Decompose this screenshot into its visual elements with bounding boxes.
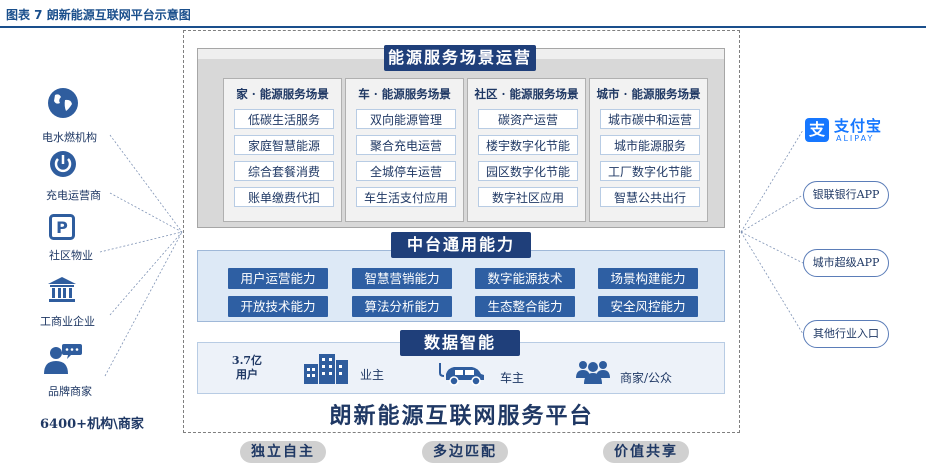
capability: 生态整合能力 <box>475 296 575 317</box>
data-title: 数据智能 <box>400 330 520 356</box>
segment-label: 商家/公众 <box>620 371 673 385</box>
capability: 智慧营销能力 <box>352 268 452 289</box>
scenario-item: 全城停车运营 <box>356 161 456 181</box>
globe-icon <box>48 88 78 118</box>
scenario-item: 园区数字化节能 <box>478 161 578 181</box>
parking-icon: P <box>49 214 75 240</box>
alipay-mark: 支 <box>805 118 829 142</box>
capability: 场景构建能力 <box>598 268 698 289</box>
channel-city-app: 城市超级APP <box>803 249 889 277</box>
column-header: 社区 · 能源服务场景 <box>474 87 579 101</box>
partner-label: 电水燃机构 <box>42 131 97 144</box>
middle-title: 中台通用能力 <box>391 232 531 258</box>
bank-icon <box>48 277 76 302</box>
column-header: 城市 · 能源服务场景 <box>596 87 701 101</box>
alipay-logo: 支 支付宝 ALIPAY <box>805 115 893 145</box>
partner-label: 品牌商家 <box>48 385 92 398</box>
scenario-item: 低碳生活服务 <box>234 109 334 129</box>
scenario-item: 车生活支付应用 <box>356 187 456 207</box>
channel-other: 其他行业入口 <box>803 320 889 348</box>
partner-label: 充电运营商 <box>46 189 101 202</box>
capability: 用户运营能力 <box>228 268 328 289</box>
alipay-name: 支付宝 <box>834 117 883 135</box>
merchant-icon <box>44 344 82 374</box>
capability: 开放技术能力 <box>228 296 328 317</box>
power-icon <box>50 151 76 177</box>
scenario-item: 家庭智慧能源 <box>234 135 334 155</box>
channel-unionpay: 银联银行APP <box>803 181 889 209</box>
value-pill: 独立自主 <box>240 441 326 463</box>
value-pill: 多边匹配 <box>422 441 508 463</box>
scenario-item: 工厂数字化节能 <box>600 161 700 181</box>
capability: 数字能源技术 <box>475 268 575 289</box>
value-pill: 价值共享 <box>603 441 689 463</box>
scenario-column-home: 家 · 能源服务场景 低碳生活服务 家庭智慧能源 综合套餐消费 账单缴费代扣 <box>223 78 342 222</box>
scenario-item: 聚合充电运营 <box>356 135 456 155</box>
scenario-column-community: 社区 · 能源服务场景 碳资产运营 楼宇数字化节能 园区数字化节能 数字社区应用 <box>467 78 586 222</box>
alipay-name-en: ALIPAY <box>836 134 875 143</box>
title-rule <box>0 26 926 28</box>
scenario-item: 智慧公共出行 <box>600 187 700 207</box>
users-label: 用户 <box>236 368 258 381</box>
scenario-column-car: 车 · 能源服务场景 双向能源管理 聚合充电运营 全城停车运营 车生活支付应用 <box>345 78 464 222</box>
figure-title: 图表 7 朗新能源互联网平台示意图 <box>6 8 191 22</box>
capability: 算法分析能力 <box>352 296 452 317</box>
scenario-title: 能源服务场景运营 <box>384 45 536 71</box>
scenario-item: 碳资产运营 <box>478 109 578 129</box>
users-value: 3.7亿 <box>231 354 263 367</box>
segment-label: 车主 <box>500 371 525 385</box>
scenario-item: 楼宇数字化节能 <box>478 135 578 155</box>
users-stat: 3.7亿 用户 <box>227 354 267 382</box>
building-icon <box>304 354 348 384</box>
platform-name: 朗新能源互联网服务平台 <box>329 403 594 429</box>
scenario-item: 城市能源服务 <box>600 135 700 155</box>
people-icon <box>576 361 610 384</box>
scenario-item: 数字社区应用 <box>478 187 578 207</box>
segment-label: 业主 <box>360 368 385 382</box>
platform-frame <box>183 30 740 433</box>
scenario-item: 账单缴费代扣 <box>234 187 334 207</box>
capability: 安全风控能力 <box>598 296 698 317</box>
scenario-column-city: 城市 · 能源服务场景 城市碳中和运营 城市能源服务 工厂数字化节能 智慧公共出… <box>589 78 708 222</box>
column-header: 车 · 能源服务场景 <box>358 87 451 101</box>
column-header: 家 · 能源服务场景 <box>236 87 329 101</box>
car-icon <box>439 363 484 386</box>
scenario-item: 综合套餐消费 <box>234 161 334 181</box>
partner-total: 6400+机构\商家 <box>40 417 144 432</box>
svg-text:P: P <box>56 218 68 237</box>
partner-label: 社区物业 <box>49 249 93 262</box>
scenario-item: 双向能源管理 <box>356 109 456 129</box>
scenario-item: 城市碳中和运营 <box>600 109 700 129</box>
partner-label: 工商业企业 <box>40 315 95 328</box>
